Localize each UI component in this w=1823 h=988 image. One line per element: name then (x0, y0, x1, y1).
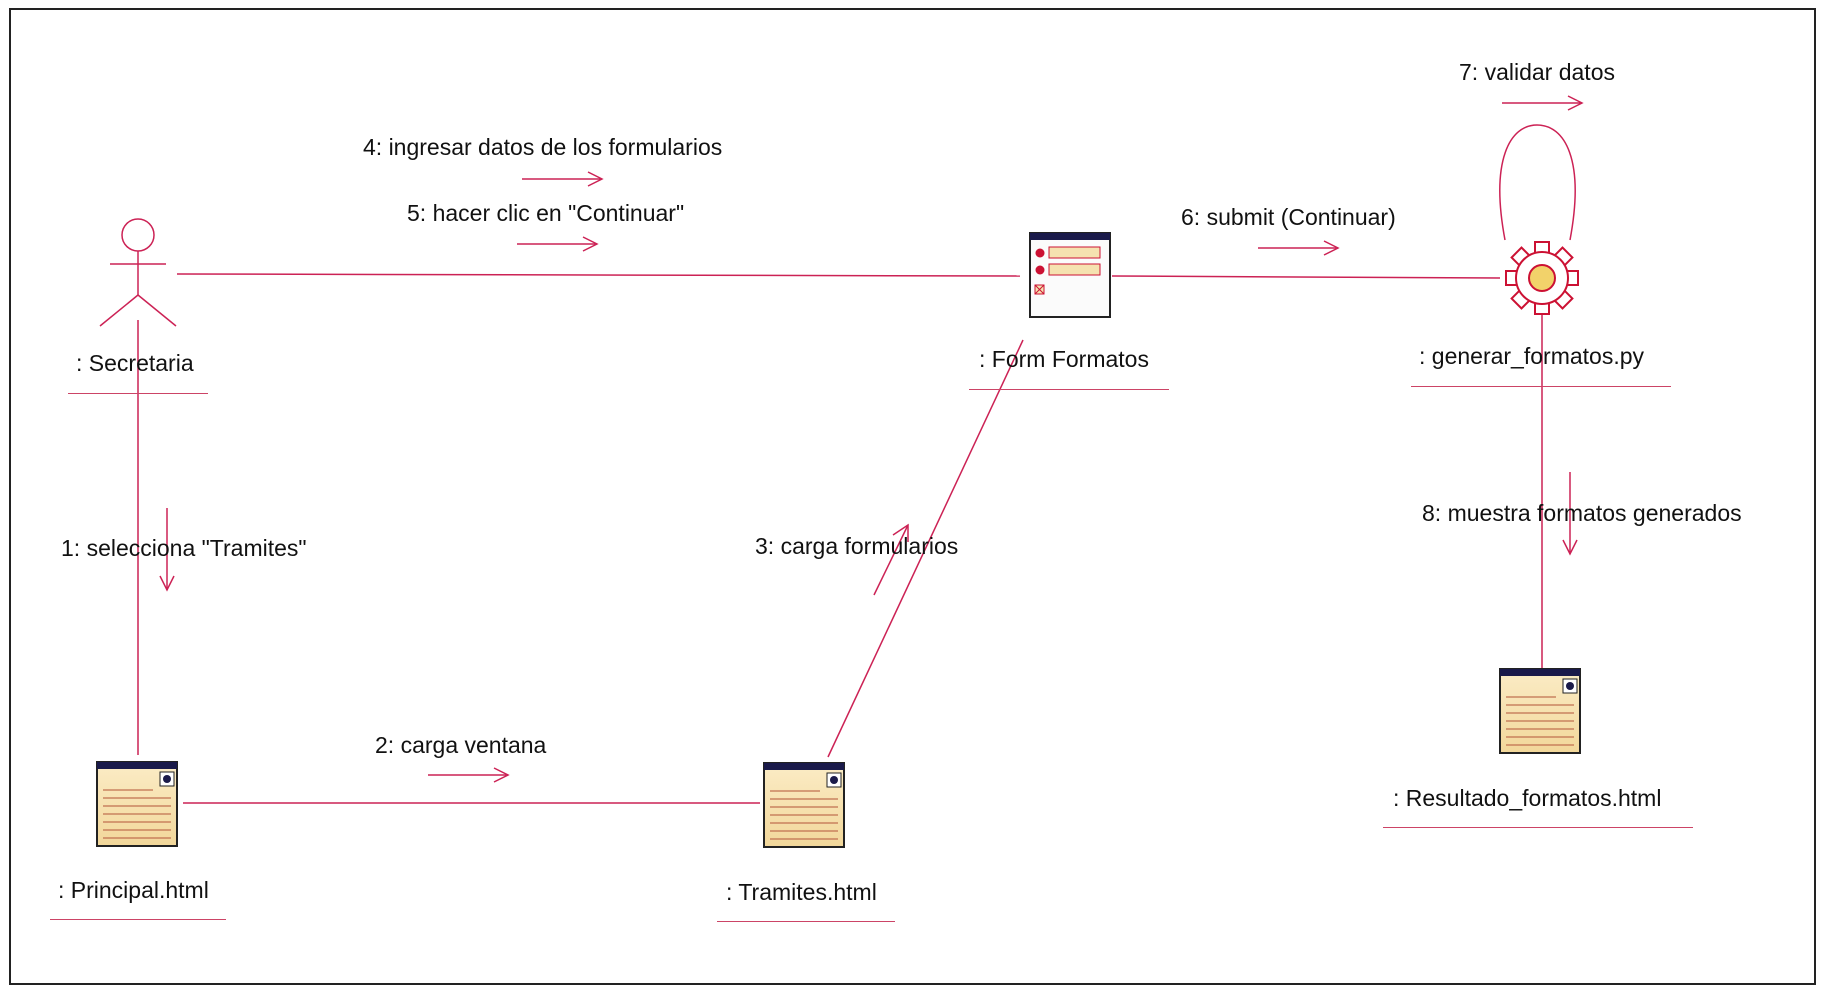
message-arrow-3 (873, 523, 909, 596)
link-secretaria-form (176, 273, 1021, 277)
object-label-tramites: : Tramites.html (726, 879, 877, 905)
page-icon-resultado (1499, 668, 1581, 754)
gear-icon (1505, 241, 1579, 315)
diagram-frame (9, 8, 1816, 985)
message-arrow-4 (522, 171, 604, 187)
message-label-1: 1: selecciona "Tramites" (61, 535, 307, 561)
self-link-script (1499, 124, 1576, 241)
message-label-2: 2: carga ventana (375, 732, 547, 758)
object-underline-script (1411, 386, 1671, 387)
message-arrow-6 (1258, 240, 1340, 256)
message-label-6: 6: submit (Continuar) (1181, 204, 1396, 230)
object-underline-principal (50, 919, 226, 920)
object-label-form: : Form Formatos (979, 346, 1149, 372)
message-arrow-2 (428, 767, 510, 783)
message-arrow-1 (159, 508, 175, 592)
message-label-5: 5: hacer clic en "Continuar" (407, 200, 685, 226)
object-label-secretaria: : Secretaria (76, 350, 194, 376)
message-label-3: 3: carga formularios (755, 533, 959, 559)
object-label-resultado: : Resultado_formatos.html (1393, 785, 1662, 811)
message-arrow-5 (517, 236, 599, 252)
object-label-principal: : Principal.html (58, 877, 209, 903)
message-label-8: 8: muestra formatos generados (1422, 500, 1742, 526)
page-icon-tramites (763, 762, 845, 848)
message-arrow-8 (1562, 472, 1578, 556)
message-label-4: 4: ingresar datos de los formularios (363, 134, 723, 160)
actor-icon (99, 218, 177, 327)
form-icon (1029, 232, 1111, 318)
object-underline-form (969, 389, 1169, 390)
message-arrow-7 (1502, 95, 1584, 111)
page-icon-principal (96, 761, 178, 847)
link-form-script (1111, 275, 1501, 279)
message-label-7: 7: validar datos (1459, 59, 1615, 85)
links (137, 124, 1576, 804)
object-underline-tramites (717, 921, 895, 922)
message-arrows (159, 95, 1584, 783)
link-tramites-form (827, 339, 1024, 758)
object-underline-secretaria (68, 393, 208, 394)
object-underline-resultado (1383, 827, 1693, 828)
object-label-script: : generar_formatos.py (1419, 343, 1645, 369)
